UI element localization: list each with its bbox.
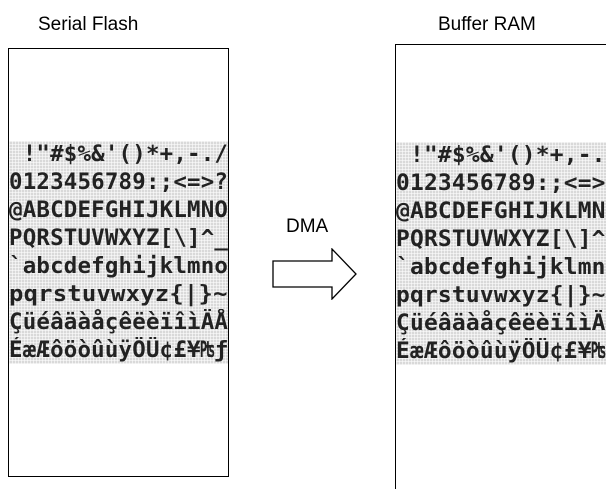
glyph-row: ÇüéâäàåçêëèïîìÄÅ xyxy=(9,310,228,335)
glyph-row: PQRSTUVWXYZ[\]^_ xyxy=(9,226,228,251)
glyph-row: 0123456789:;<=>? xyxy=(9,170,228,195)
dma-label: DMA xyxy=(286,216,329,237)
dma-arrow-icon xyxy=(272,248,357,300)
serial-flash-panel: !"#$%&'()*+,-./ 0123456789:;<=>? @ABCDEF… xyxy=(8,48,229,477)
buffer-ram-title: Buffer RAM xyxy=(438,14,536,35)
glyph-row: ÉæÆôöòûùÿÖÜ¢£¥₧ƒ xyxy=(9,338,228,363)
buffer-ram-glyph-band: !"#$%&'()*+,-. 0123456789:;<=> @ABCDEFGH… xyxy=(396,142,606,365)
glyph-row: pqrstuvwxyz{|}~ xyxy=(396,283,606,308)
glyph-row: `abcdefghijklmn xyxy=(396,255,606,280)
glyph-row: 0123456789:;<=> xyxy=(396,171,606,196)
glyph-row: ÉæÆôöòûùÿÖÜ¢£¥₧ xyxy=(396,339,606,364)
buffer-ram-panel: !"#$%&'()*+,-. 0123456789:;<=> @ABCDEFGH… xyxy=(395,44,606,489)
glyph-row: PQRSTUVWXYZ[\]^ xyxy=(396,227,606,252)
glyph-row: `abcdefghijklmno xyxy=(9,254,228,279)
serial-flash-title: Serial Flash xyxy=(38,14,139,35)
glyph-row: ÇüéâäàåçêëèïîìÄ xyxy=(396,311,606,336)
glyph-row: @ABCDEFGHIJKLMNO xyxy=(9,198,228,223)
glyph-row: !"#$%&'()*+,-. xyxy=(396,143,606,168)
glyph-row: @ABCDEFGHIJKLMN xyxy=(396,199,606,224)
glyph-row: !"#$%&'()*+,-./ xyxy=(9,142,228,167)
serial-flash-glyph-band: !"#$%&'()*+,-./ 0123456789:;<=>? @ABCDEF… xyxy=(9,141,228,364)
glyph-row: pqrstuvwxyz{|}~ xyxy=(9,282,228,307)
